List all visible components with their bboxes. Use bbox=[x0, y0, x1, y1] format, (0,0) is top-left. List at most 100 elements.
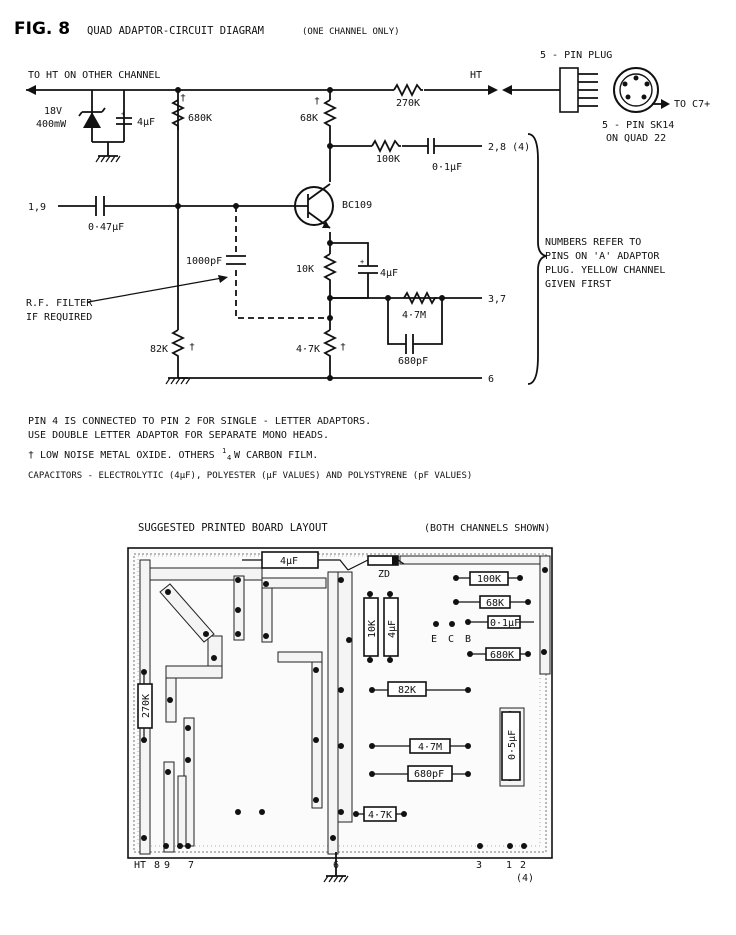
pins-note-brace bbox=[527, 133, 547, 385]
board-pin-8: 8 bbox=[154, 860, 160, 871]
label-ht: HT bbox=[470, 70, 482, 81]
svg-text:+: + bbox=[121, 110, 125, 118]
board-pads bbox=[141, 567, 548, 849]
board-label-4-7m: 4·7M bbox=[418, 742, 442, 753]
resistor-10k bbox=[322, 253, 338, 284]
arrow-right-icon bbox=[488, 85, 498, 95]
board-pin-3: 3 bbox=[476, 860, 482, 871]
resistor-4-7m bbox=[403, 290, 437, 306]
capacitor-0-1uf bbox=[427, 138, 448, 154]
side-note-line-2: PINS ON 'A' ADAPTOR bbox=[545, 251, 660, 262]
board-resistor-10k bbox=[363, 597, 379, 657]
label-rf-filter-2: IF REQUIRED bbox=[26, 312, 92, 323]
board-label-68k: 68K bbox=[486, 598, 504, 609]
label-transistor: BC109 bbox=[342, 200, 372, 211]
figure-title: QUAD ADAPTOR-CIRCUIT DIAGRAM bbox=[87, 25, 264, 37]
board-pin-ht: HT bbox=[134, 860, 146, 871]
board-label-680k: 680K bbox=[490, 650, 514, 661]
board-resistor-4-7k bbox=[363, 806, 397, 822]
resistor-4-7k bbox=[322, 329, 338, 364]
board-label-270k: 270K bbox=[141, 694, 152, 718]
board-resistor-270k bbox=[137, 683, 153, 729]
label-ht-other-channel: TO HT ON OTHER CHANNEL bbox=[28, 70, 160, 81]
resistor-270k bbox=[393, 82, 423, 98]
label-r-10k: 10K bbox=[296, 264, 314, 275]
resistor-680k bbox=[170, 99, 186, 130]
board-pin-2: 2 bbox=[520, 860, 526, 871]
board-label-b: B bbox=[465, 634, 471, 645]
ground-icon bbox=[95, 155, 191, 385]
board-cap-0-5uf bbox=[501, 711, 521, 781]
side-note-line-1: NUMBERS REFER TO bbox=[545, 237, 641, 248]
label-pins-3-7: 3,7 bbox=[488, 294, 506, 305]
board-label-680pf: 680pF bbox=[414, 769, 444, 780]
label-r-270k: 270K bbox=[396, 98, 420, 109]
arrow-left-icon bbox=[26, 85, 36, 95]
figure-number: FIG. 8 bbox=[14, 19, 70, 39]
board-cap-4uf bbox=[261, 551, 319, 569]
schematic-capacitors bbox=[95, 117, 448, 354]
capacitor-0-47uf bbox=[95, 196, 110, 216]
svg-text:+: + bbox=[360, 258, 364, 266]
resistor-68k bbox=[322, 99, 338, 136]
note-fraction-den: 4 bbox=[227, 454, 231, 462]
label-rf-filter-1: R.F. FILTER bbox=[26, 298, 93, 309]
board-pin-9: 9 bbox=[164, 860, 170, 871]
board-label-4-7k: 4·7K bbox=[368, 810, 392, 821]
label-zener-power: 400mW bbox=[36, 119, 67, 130]
board-resistor-4-7m bbox=[409, 738, 451, 754]
dagger-68k: † bbox=[314, 96, 320, 107]
board-label-100k: 100K bbox=[477, 574, 501, 585]
note-fraction-num: 1 bbox=[222, 447, 226, 455]
note-line-3a: † LOW NOISE METAL OXIDE. OTHERS bbox=[28, 450, 215, 461]
board-label-zd: ZD bbox=[378, 569, 390, 580]
board-cap-4uf-vertical bbox=[383, 597, 399, 657]
label-c-0-47uf: 0·47µF bbox=[88, 222, 124, 233]
label-c-4uf-emitter: 4µF bbox=[380, 268, 398, 279]
label-r-4-7k: 4·7K bbox=[296, 344, 320, 355]
board-title: SUGGESTED PRINTED BOARD LAYOUT bbox=[138, 522, 328, 534]
five-pin-socket-icon bbox=[613, 67, 670, 113]
capacitor-680pf bbox=[404, 334, 424, 354]
board-label-e: E bbox=[431, 634, 437, 645]
label-c-0-1uf: 0·1µF bbox=[432, 162, 462, 173]
label-r-680k: 680K bbox=[188, 113, 212, 124]
board-pin-1: 1 bbox=[506, 860, 512, 871]
board-ground-icon bbox=[323, 852, 349, 883]
board-label-0-1uf: 0·1µF bbox=[490, 618, 520, 629]
figure-subtitle: (ONE CHANNEL ONLY) bbox=[302, 27, 400, 37]
board-subtitle: (BOTH CHANNELS SHOWN) bbox=[424, 523, 550, 534]
label-c-1000pf: 1000pF bbox=[186, 256, 222, 267]
side-note-line-3: PLUG. YELLOW CHANNEL bbox=[545, 265, 665, 276]
label-socket-2: ON QUAD 22 bbox=[606, 133, 666, 144]
schematic-wires bbox=[26, 85, 498, 379]
rf-filter-arrow bbox=[87, 275, 228, 303]
board-label-c: C bbox=[448, 634, 454, 645]
board-label-4uf-v: 4µF bbox=[387, 620, 398, 638]
label-cap-4uf: 4µF bbox=[137, 117, 155, 128]
resistor-100k bbox=[371, 138, 401, 154]
label-r-82k: 82K bbox=[150, 344, 168, 355]
board-resistor-680k bbox=[485, 647, 521, 661]
side-note-line-4: GIVEN FIRST bbox=[545, 279, 611, 290]
board-pin-7: 7 bbox=[188, 860, 194, 871]
label-to-c7: TO C7+ bbox=[674, 99, 710, 110]
note-line-2: USE DOUBLE LETTER ADAPTOR FOR SEPARATE M… bbox=[28, 430, 329, 441]
label-pin-6: 6 bbox=[488, 374, 494, 385]
board-resistor-100k bbox=[469, 571, 509, 586]
capacitor-4uf bbox=[116, 117, 132, 125]
label-c-680pf: 680pF bbox=[398, 356, 428, 367]
label-r-100k: 100K bbox=[376, 154, 400, 165]
five-pin-plug-icon bbox=[502, 67, 598, 113]
capacitor-4uf-emitter bbox=[358, 262, 378, 282]
rf-filter-dashed-wire bbox=[235, 206, 330, 319]
board-resistor-68k bbox=[479, 595, 511, 609]
label-r-4-7m: 4·7M bbox=[402, 310, 426, 321]
label-socket-1: 5 - PIN SK14 bbox=[602, 120, 674, 131]
board-cap-680pf bbox=[407, 765, 453, 782]
board-resistor-82k bbox=[387, 681, 427, 697]
label-plug: 5 - PIN PLUG bbox=[540, 50, 612, 61]
schematic-resistors bbox=[170, 82, 437, 366]
label-pins-1-9: 1,9 bbox=[28, 202, 46, 213]
